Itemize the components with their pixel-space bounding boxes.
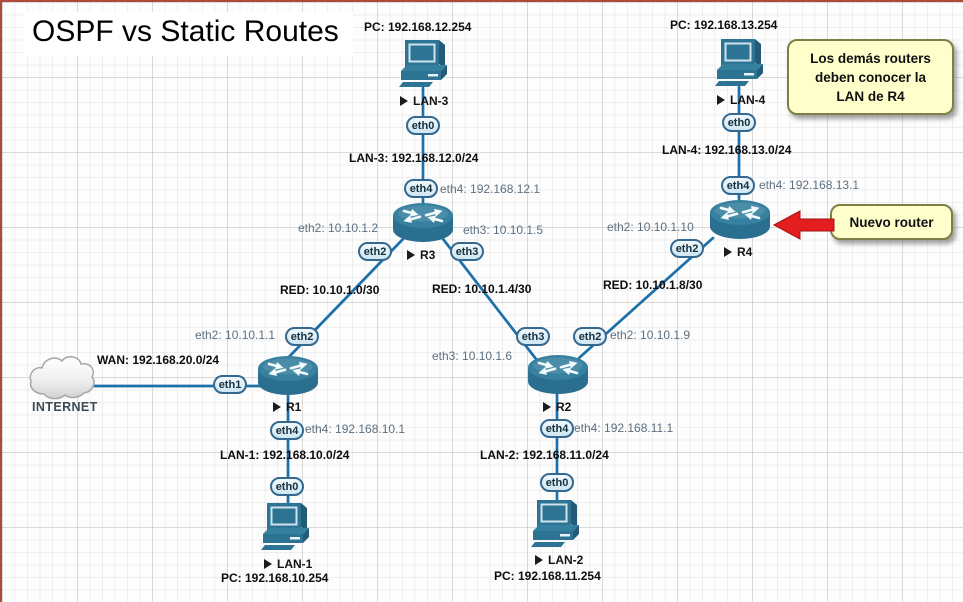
wan-net-label[interactable]: WAN: 192.168.20.0/24 (97, 353, 220, 367)
label-r4[interactable]: R4 (724, 245, 752, 259)
r4-eth4-ip[interactable]: eth4: 192.168.13.1 (759, 178, 860, 192)
lan2-net-label[interactable]: LAN-2: 192.168.11.0/24 (480, 448, 609, 462)
device-marker-icon (407, 250, 415, 260)
router-icon (710, 200, 770, 239)
port-r1-eth4[interactable]: eth4 (270, 421, 304, 440)
router-icon (528, 355, 588, 394)
internet-label[interactable]: INTERNET (32, 400, 98, 414)
device-marker-icon (273, 402, 281, 412)
router-icon (393, 203, 453, 242)
r4-eth2-ip[interactable]: eth2: 10.10.1.10 (607, 220, 694, 234)
port-r4-eth2[interactable]: eth2 (670, 239, 704, 258)
pc-icon (715, 39, 763, 86)
port-pc2-eth0[interactable]: eth0 (540, 473, 574, 492)
device-pc-lan1[interactable] (258, 499, 314, 558)
port-r2-eth2[interactable]: eth2 (573, 327, 607, 346)
label-lan4[interactable]: LAN-4 (717, 93, 765, 107)
r1-eth2-ip[interactable]: eth2: 10.10.1.1 (195, 328, 276, 342)
pc-icon (531, 500, 579, 547)
r1-eth4-ip[interactable]: eth4: 192.168.10.1 (305, 422, 406, 436)
device-pc-lan4[interactable] (712, 35, 768, 94)
label-r1[interactable]: R1 (273, 400, 301, 414)
device-router-r4[interactable] (709, 200, 771, 245)
device-pc-lan2[interactable] (528, 496, 584, 555)
lan1-net-label[interactable]: LAN-1: 192.168.10.0/24 (220, 448, 350, 462)
label-lan1[interactable]: LAN-1 (264, 557, 312, 571)
red18-net-label[interactable]: RED: 10.10.1.8/30 (603, 278, 703, 292)
port-r2-eth3[interactable]: eth3 (516, 327, 550, 346)
port-r1-eth2[interactable]: eth2 (285, 327, 319, 346)
label-r2[interactable]: R2 (543, 400, 571, 414)
port-r3-eth3[interactable]: eth3 (450, 242, 484, 261)
device-pc-lan3[interactable] (396, 36, 452, 95)
device-marker-icon (264, 559, 272, 569)
note-r4-lan[interactable]: Los demás routers deben conocer la LAN d… (787, 39, 954, 115)
pc2-ip-label[interactable]: PC: 192.168.11.254 (494, 569, 601, 583)
r3-eth2-ip[interactable]: eth2: 10.10.1.2 (298, 221, 379, 235)
label-lan2[interactable]: LAN-2 (535, 553, 583, 567)
device-marker-icon (717, 95, 725, 105)
port-pc1-eth0[interactable]: eth0 (270, 477, 304, 496)
pc3-ip-label[interactable]: PC: 192.168.12.254 (364, 20, 472, 34)
router-icon (258, 356, 318, 395)
device-router-r3[interactable] (392, 203, 454, 248)
device-router-r1[interactable] (257, 356, 319, 401)
diagram-title[interactable]: OSPF vs Static Routes (24, 12, 353, 56)
port-r4-eth4[interactable]: eth4 (721, 176, 755, 195)
r2-eth3-ip[interactable]: eth3: 10.10.1.6 (432, 349, 513, 363)
device-marker-icon (535, 555, 543, 565)
pc4-ip-label[interactable]: PC: 192.168.13.254 (670, 18, 778, 32)
device-internet-cloud[interactable] (27, 353, 97, 401)
device-marker-icon (543, 402, 551, 412)
port-pc4-eth0[interactable]: eth0 (722, 113, 756, 132)
r3-eth4-ip[interactable]: eth4: 192.168.12.1 (440, 182, 541, 196)
lan3-net-label[interactable]: LAN-3: 192.168.12.0/24 (349, 151, 479, 165)
cloud-icon (29, 355, 95, 400)
port-pc3-eth0[interactable]: eth0 (406, 116, 440, 135)
r2-eth2-ip[interactable]: eth2: 10.10.1.9 (610, 328, 691, 342)
port-r3-eth2[interactable]: eth2 (358, 242, 392, 261)
label-lan3[interactable]: LAN-3 (400, 94, 448, 108)
red-arrow-icon[interactable] (770, 204, 836, 246)
device-router-r2[interactable] (527, 355, 589, 400)
port-r3-eth4[interactable]: eth4 (404, 179, 438, 198)
pc-icon (399, 40, 447, 87)
pc-icon (261, 503, 309, 550)
pc1-ip-label[interactable]: PC: 192.168.10.254 (221, 571, 329, 585)
device-marker-icon (724, 247, 732, 257)
note-new-router[interactable]: Nuevo router (830, 204, 953, 240)
r2-eth4-ip[interactable]: eth4: 192.168.11.1 (574, 421, 674, 435)
r3-eth3-ip[interactable]: eth3: 10.10.1.5 (463, 223, 544, 237)
lan4-net-label[interactable]: LAN-4: 192.168.13.0/24 (662, 143, 792, 157)
label-r3[interactable]: R3 (407, 248, 435, 262)
device-marker-icon (400, 96, 408, 106)
port-r1-eth1[interactable]: eth1 (213, 375, 247, 394)
red14-net-label[interactable]: RED: 10.10.1.4/30 (432, 282, 532, 296)
red10-net-label[interactable]: RED: 10.10.1.0/30 (280, 283, 380, 297)
port-r2-eth4[interactable]: eth4 (540, 419, 574, 438)
